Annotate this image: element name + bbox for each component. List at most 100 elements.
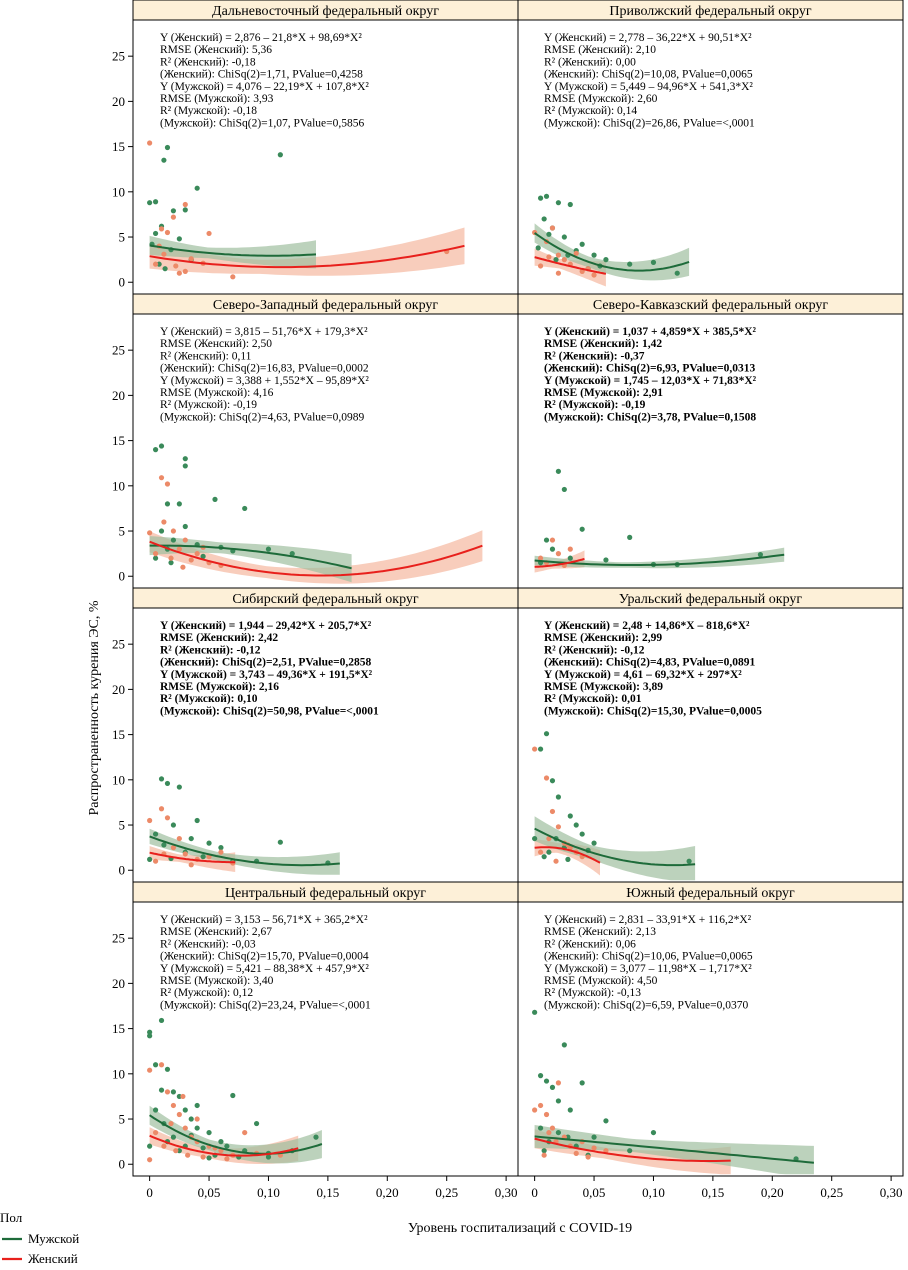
- female-point: [553, 858, 559, 864]
- male-point: [164, 501, 171, 507]
- male-point: [591, 840, 597, 846]
- male-point: [182, 456, 188, 462]
- panel-title: Северо-Кавказский федеральный округ: [593, 298, 829, 313]
- male-point: [194, 185, 200, 191]
- panel-stat-line: R² (Женский): -0,18: [160, 56, 256, 68]
- male-point: [194, 817, 200, 824]
- female-point: [567, 546, 573, 552]
- female-point: [182, 537, 188, 543]
- male-point: [188, 1116, 194, 1122]
- y-tick-label: 5: [119, 230, 126, 245]
- male-point: [170, 1089, 177, 1095]
- legend-label-male: Мужской: [28, 1231, 79, 1246]
- y-tick-label: 0: [119, 863, 126, 878]
- female-point: [176, 546, 182, 552]
- female-point: [147, 1157, 153, 1163]
- female-point: [176, 270, 182, 276]
- y-tick-label: 10: [112, 772, 125, 787]
- male-point: [535, 245, 541, 251]
- male-point: [541, 1148, 547, 1154]
- male-point: [650, 259, 657, 265]
- male-point: [686, 858, 692, 864]
- panel-stat-line: Y (Женский) = 1,037 + 4,859*X + 385,5*X²: [544, 326, 757, 338]
- y-tick-label: 20: [112, 682, 125, 697]
- female-point: [176, 1111, 182, 1118]
- legend-label-female: Женский: [28, 1251, 78, 1266]
- female-point: [158, 226, 165, 232]
- panel-stat-line: Y (Мужской) = 5,449 – 94,96*X + 541,3*X²: [544, 81, 753, 93]
- male-point: [567, 813, 573, 819]
- plot-area: [147, 1017, 323, 1164]
- female-point: [188, 256, 194, 262]
- y-tick-label: 15: [112, 139, 125, 154]
- female-point: [194, 1116, 200, 1122]
- panel-stat-line: (Мужской): ChiSq(2)=23,24, PValue=<,0001: [160, 999, 371, 1011]
- panel-title: Центральный федеральный округ: [225, 886, 426, 901]
- male-point: [170, 822, 177, 828]
- legend-title: Пол: [0, 1210, 23, 1225]
- female-point: [147, 817, 153, 824]
- male-point: [147, 200, 153, 206]
- male-point: [158, 443, 165, 449]
- y-tick-label: 0: [119, 569, 126, 584]
- plot-area: [147, 443, 483, 584]
- panel-stat-line: (Мужской): ChiSq(2)=1,07, PValue=0,5856: [160, 117, 364, 129]
- female-point: [152, 261, 159, 267]
- x-tick-label: 0,20: [376, 1185, 399, 1200]
- female-point: [152, 1129, 159, 1136]
- panel-stat-line: (Мужской): ChiSq(2)=3,78, PValue=0,1508: [544, 411, 756, 423]
- y-tick-label: 25: [112, 49, 125, 64]
- female-point: [173, 1148, 179, 1154]
- male-point: [182, 463, 188, 469]
- plot-area: [532, 1009, 814, 1175]
- female-point: [200, 1154, 206, 1160]
- female-point: [180, 564, 186, 570]
- female-point: [573, 250, 579, 256]
- female-point: [147, 530, 153, 536]
- y-tick-label: 15: [112, 1021, 125, 1036]
- male-point: [265, 546, 272, 552]
- female-point: [537, 849, 544, 855]
- y-tick-label: 10: [112, 478, 125, 493]
- y-axis-label: Распространенность курения ЭС, %: [87, 600, 102, 815]
- male-point: [176, 501, 182, 507]
- female-point: [182, 1125, 188, 1131]
- x-tick-label: 0,30: [495, 1185, 518, 1200]
- male-point: [147, 1143, 153, 1149]
- panel-stat-line: Y (Женский) = 3,815 – 51,76*X + 179,3*X²: [160, 326, 368, 338]
- female-point: [176, 835, 182, 842]
- male-point: [537, 1125, 544, 1131]
- male-confidence-band: [534, 223, 690, 281]
- female-point: [555, 551, 562, 557]
- panel-stat-line: R² (Мужской): 0,01: [544, 693, 642, 705]
- y-tick-label: 20: [112, 94, 125, 109]
- male-point: [549, 778, 556, 784]
- female-point: [182, 268, 188, 274]
- male-point: [147, 1029, 153, 1035]
- male-point: [230, 1092, 236, 1099]
- male-point: [170, 208, 177, 214]
- panel-stat-line: Y (Женский) = 2,876 – 21,8*X + 98,69*X²: [160, 32, 362, 44]
- male-point: [549, 1084, 556, 1090]
- y-tick-label: 15: [112, 727, 125, 742]
- female-point: [185, 1152, 191, 1158]
- female-point: [188, 557, 194, 563]
- x-tick-label: 0,25: [820, 1185, 843, 1200]
- male-point: [565, 856, 571, 862]
- male-point: [567, 1107, 573, 1113]
- panel-stat-line: R² (Мужской): -0,18: [160, 105, 257, 117]
- female-point: [242, 1129, 248, 1136]
- panel-stat-line: RMSE (Женский): 2,10: [544, 44, 656, 56]
- male-point: [553, 257, 559, 263]
- male-point: [603, 257, 609, 263]
- panel-stat-line: Y (Женский) = 3,153 – 56,71*X + 365,2*X²: [160, 914, 368, 926]
- male-point: [579, 241, 585, 247]
- panel-stat-line: (Женский): ChiSq(2)=6,93, PValue=0,0313: [544, 363, 756, 375]
- male-point: [546, 849, 552, 855]
- y-tick-label: 25: [112, 931, 125, 946]
- female-confidence-band: [149, 227, 465, 276]
- x-tick-label: 0: [146, 1185, 153, 1200]
